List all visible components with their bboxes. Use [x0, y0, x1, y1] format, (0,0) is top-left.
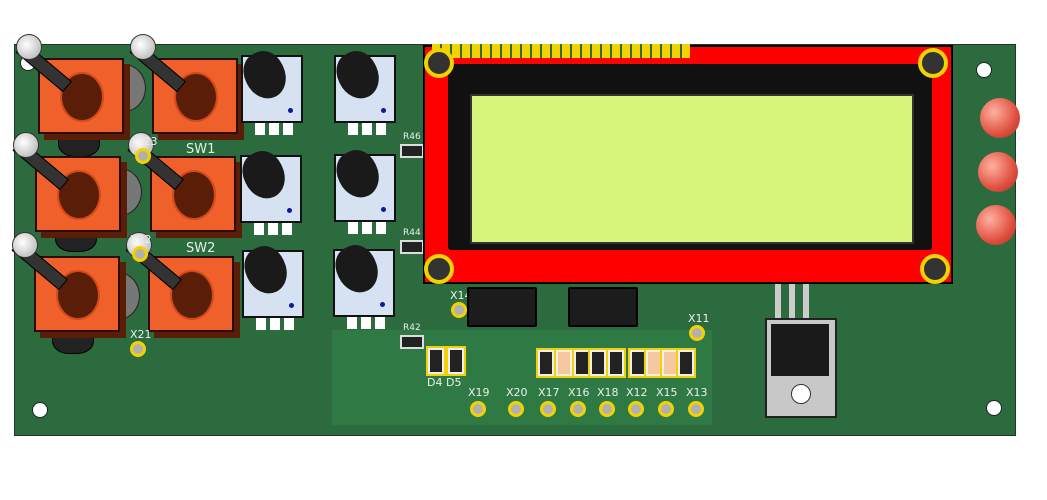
- lcd-mount-hole: [920, 254, 950, 284]
- label-x13: X13: [686, 386, 708, 399]
- label-r46: R46: [403, 132, 421, 142]
- lcd-mount-hole: [424, 48, 454, 78]
- label-x21: X21: [130, 328, 152, 341]
- diode-d4: [426, 346, 446, 376]
- mount-hole: [986, 400, 1002, 416]
- led: [980, 98, 1020, 138]
- label-sw2: SW2: [186, 241, 216, 256]
- smd-capacitor: [554, 348, 574, 378]
- potentiometer[interactable]: [328, 238, 395, 329]
- lcd-screen: [470, 94, 914, 244]
- label-x22: X22: [130, 233, 152, 246]
- testpoint-x15: [658, 401, 674, 417]
- led: [978, 152, 1018, 192]
- regulator-leads: [775, 284, 815, 320]
- toggle-switch[interactable]: [11, 232, 120, 332]
- testpoint-x20: [508, 401, 524, 417]
- testpoint-x17: [540, 401, 556, 417]
- toggle-switch-sw1[interactable]: [129, 34, 238, 134]
- mount-hole: [976, 62, 992, 78]
- testpoint-x11: [689, 325, 705, 341]
- potentiometer[interactable]: [236, 44, 303, 135]
- lcd-header-pins: [432, 44, 690, 58]
- resistor-r42: [400, 335, 424, 349]
- mount-hole: [32, 402, 48, 418]
- smd-component: [572, 348, 592, 378]
- label-x11: X11: [688, 312, 710, 325]
- potentiometer[interactable]: [329, 143, 396, 234]
- toggle-switch-sw2[interactable]: [125, 232, 234, 332]
- potentiometer[interactable]: [235, 144, 302, 235]
- smd-component: [676, 348, 696, 378]
- voltage-regulator: [765, 318, 837, 418]
- resistor-r44: [400, 240, 424, 254]
- smd-component: [606, 348, 626, 378]
- label-x14: X14: [450, 289, 472, 302]
- led: [976, 205, 1016, 245]
- bottom-testpoint-labels: X19 X20 X17 X16 X18 X12 X15 X13: [460, 386, 720, 400]
- toggle-switch[interactable]: [127, 132, 236, 232]
- label-r42: R42: [403, 323, 421, 333]
- label-sw1: SW1: [186, 142, 216, 157]
- smd-component: [588, 348, 608, 378]
- label-r44: R44: [403, 228, 421, 238]
- toggle-switch[interactable]: [12, 132, 121, 232]
- label-x20: X20: [506, 386, 528, 399]
- lcd-mount-hole: [424, 254, 454, 284]
- label-x16: X16: [568, 386, 590, 399]
- label-x18: X18: [597, 386, 619, 399]
- lcd-mount-hole: [918, 48, 948, 78]
- testpoint-x16: [570, 401, 586, 417]
- label-x15: X15: [656, 386, 678, 399]
- smd-capacitor: [644, 348, 664, 378]
- ic-dip8: [467, 287, 537, 327]
- testpoint-x18: [599, 401, 615, 417]
- testpoint-x22: [132, 246, 148, 262]
- testpoint-x23: [135, 148, 151, 164]
- resistor-r46: [400, 144, 424, 158]
- label-d5: D5: [446, 376, 462, 389]
- label-x23: X23: [136, 135, 158, 148]
- potentiometer[interactable]: [329, 44, 396, 135]
- diode-d5: [446, 346, 466, 376]
- label-x17: X17: [538, 386, 560, 399]
- label-d4: D4: [427, 376, 443, 389]
- potentiometer[interactable]: [237, 239, 304, 330]
- ic-dip8: [568, 287, 638, 327]
- testpoint-x13: [688, 401, 704, 417]
- toggle-switch[interactable]: [15, 34, 124, 134]
- label-x12: X12: [626, 386, 648, 399]
- testpoint-x12: [628, 401, 644, 417]
- smd-component: [628, 348, 648, 378]
- smd-capacitor: [660, 348, 680, 378]
- label-x19: X19: [468, 386, 490, 399]
- testpoint-x21: [130, 341, 146, 357]
- testpoint-x19: [470, 401, 486, 417]
- testpoint-x14: [451, 302, 467, 318]
- smd-component: [536, 348, 556, 378]
